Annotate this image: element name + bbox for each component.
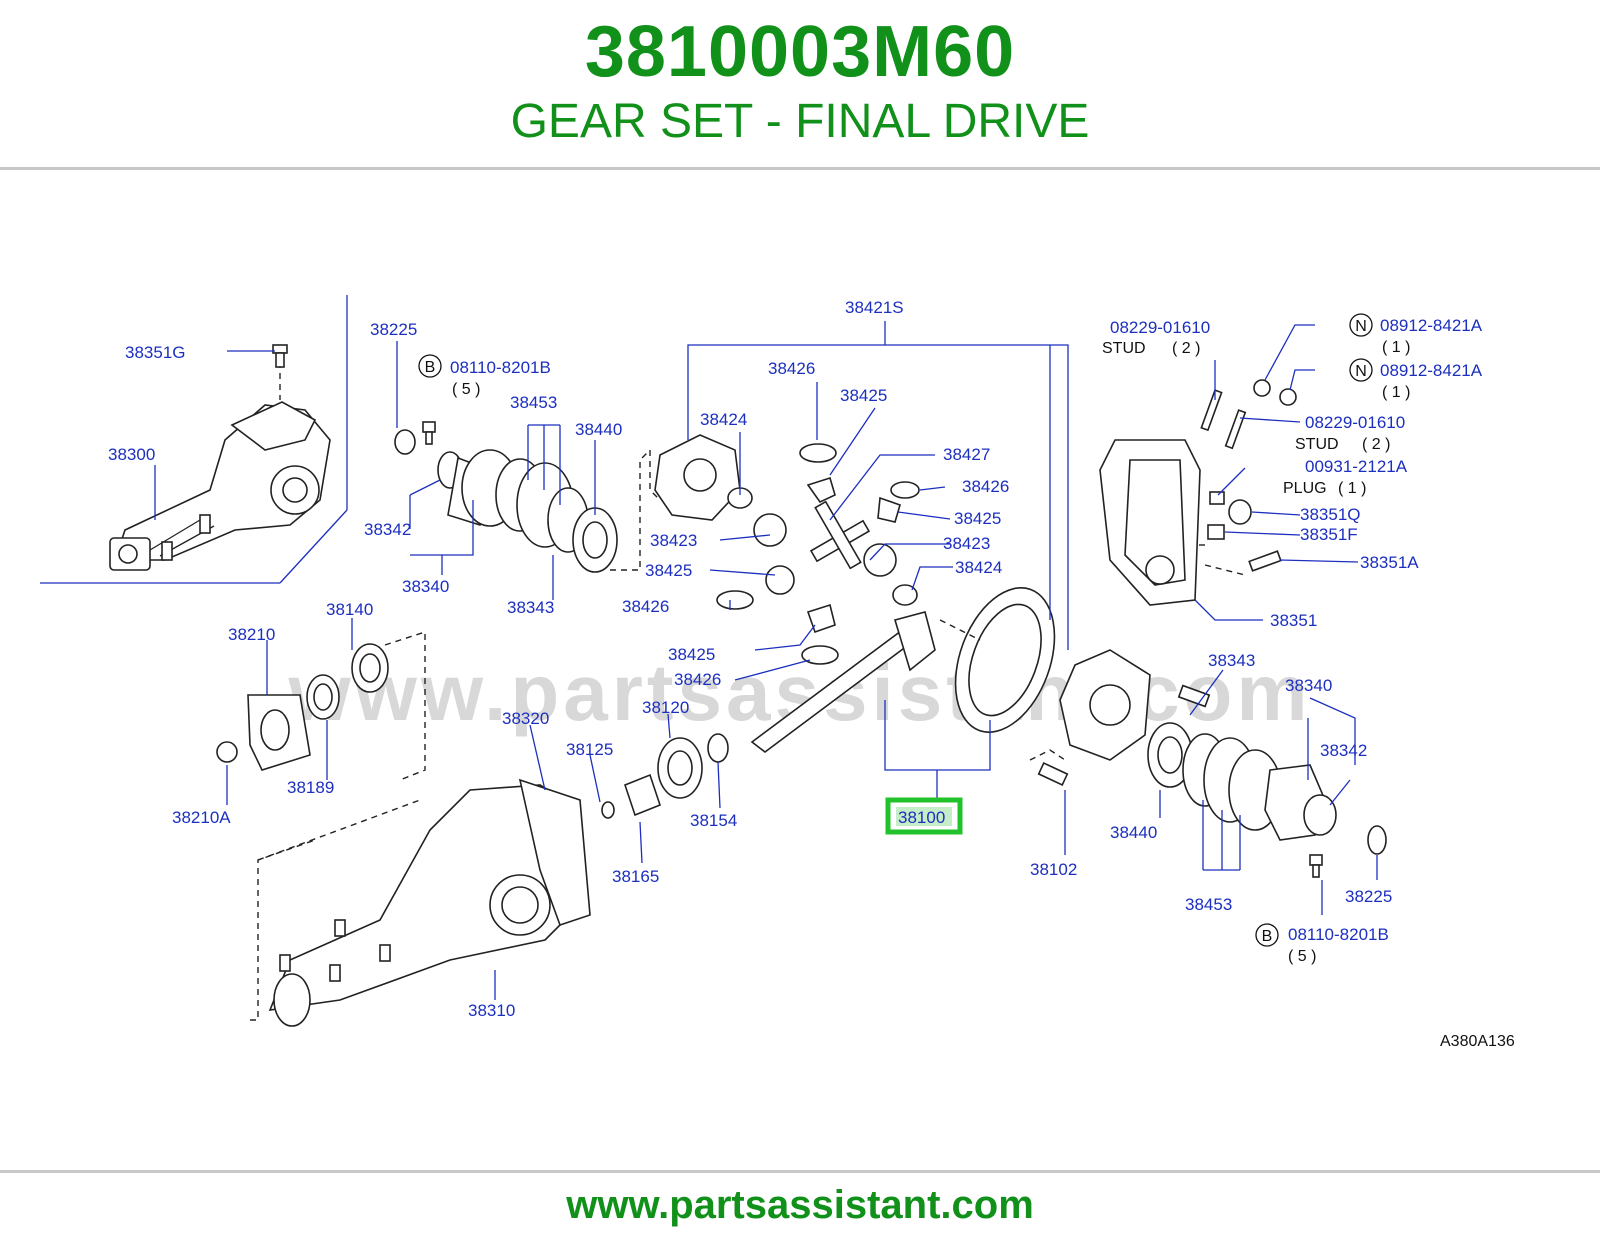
label-38425[interactable]: 38425 (668, 645, 715, 664)
label-38421S[interactable]: 38421S (845, 298, 904, 317)
qty-08912-8421A: ( 1 ) (1382, 384, 1410, 401)
label-38100[interactable]: 38100 (898, 808, 945, 827)
right-side-bearing-group (1147, 722, 1387, 878)
label-08229-01610[interactable]: 08229-01610 (1305, 413, 1405, 432)
label-08912-8421A[interactable]: 08912-8421A (1380, 316, 1483, 335)
label-38343[interactable]: 38343 (507, 598, 554, 617)
label-38453[interactable]: 38453 (1185, 895, 1232, 914)
label-08912-8421A[interactable]: 08912-8421A (1380, 361, 1483, 380)
label-38225[interactable]: 38225 (1345, 887, 1392, 906)
footer-website[interactable]: www.partsassistant.com (566, 1183, 1034, 1227)
label-38424[interactable]: 38424 (700, 410, 747, 429)
desc-stud: STUD (1102, 340, 1146, 357)
label-38102[interactable]: 38102 (1030, 860, 1077, 879)
diagram-code: A380A136 (1440, 1033, 1515, 1050)
label-38427[interactable]: 38427 (943, 445, 990, 464)
badge-n-1: N (1349, 313, 1373, 337)
label-38351Q[interactable]: 38351Q (1300, 505, 1361, 524)
label-38426[interactable]: 38426 (674, 670, 721, 689)
badge-b-right: B (1255, 923, 1279, 947)
label-38351F[interactable]: 38351F (1300, 525, 1358, 544)
label-38425[interactable]: 38425 (954, 509, 1001, 528)
part-description: GEAR SET - FINAL DRIVE (510, 95, 1090, 148)
axle-assembly-38300 (109, 344, 331, 571)
part-number-title: 3810003M60 (584, 12, 1016, 92)
label-08229-01610[interactable]: 08229-01610 (1110, 318, 1210, 337)
inset-frame (40, 295, 348, 584)
label-38340[interactable]: 38340 (402, 577, 449, 596)
badge-b-left: B (418, 354, 442, 378)
label-08110-8201B[interactable]: 08110-8201B (1288, 925, 1389, 944)
label-38426[interactable]: 38426 (622, 597, 669, 616)
qty-stud: ( 2 ) (1362, 436, 1390, 453)
label-38342[interactable]: 38342 (1320, 741, 1367, 760)
label-38426[interactable]: 38426 (768, 359, 815, 378)
leader-lines (154, 321, 1378, 1000)
label-38453[interactable]: 38453 (510, 393, 557, 412)
qty-08110-8201B: ( 5 ) (1288, 948, 1316, 965)
label-38424[interactable]: 38424 (955, 558, 1002, 577)
svg-text:N: N (1355, 318, 1367, 335)
label-38165[interactable]: 38165 (612, 867, 659, 886)
page-header: 3810003M60 GEAR SET - FINAL DRIVE (0, 0, 1600, 168)
label-38210[interactable]: 38210 (228, 625, 275, 644)
highlight-box-38100[interactable] (885, 797, 963, 835)
label-38426[interactable]: 38426 (962, 477, 1009, 496)
label-38125[interactable]: 38125 (566, 740, 613, 759)
label-38440[interactable]: 38440 (1110, 823, 1157, 842)
svg-text:B: B (425, 359, 436, 376)
left-side-bearing-group (394, 421, 651, 573)
main-housing-38310 (250, 778, 591, 1027)
svg-text:B: B (1262, 928, 1273, 945)
label-38225[interactable]: 38225 (370, 320, 417, 339)
desc-plug: PLUG (1283, 480, 1327, 497)
label-38300[interactable]: 38300 (108, 445, 155, 464)
qty-stud: ( 2 ) (1172, 340, 1200, 357)
differential-case-group (649, 434, 1211, 786)
desc-stud: STUD (1295, 436, 1339, 453)
qty-08110-8201B: ( 5 ) (452, 381, 480, 398)
label-38154[interactable]: 38154 (690, 811, 737, 830)
pinion-bearing-group (601, 733, 729, 819)
badge-n-2: N (1349, 358, 1373, 382)
label-38310[interactable]: 38310 (468, 1001, 515, 1020)
qty-08912-8421A: ( 1 ) (1382, 339, 1410, 356)
flange-bearing-group (216, 631, 426, 781)
svg-text:N: N (1355, 363, 1367, 380)
qty-plug: ( 1 ) (1338, 480, 1366, 497)
label-38140[interactable]: 38140 (326, 600, 373, 619)
label-38351A[interactable]: 38351A (1360, 553, 1419, 572)
label-38340[interactable]: 38340 (1285, 676, 1332, 695)
rear-cover-38351-group (1099, 379, 1297, 606)
label-38351G[interactable]: 38351G (125, 343, 186, 362)
label-38423[interactable]: 38423 (650, 531, 697, 550)
label-38423[interactable]: 38423 (943, 534, 990, 553)
footer-divider (0, 1170, 1600, 1173)
label-38440[interactable]: 38440 (575, 420, 622, 439)
label-00931-2121A[interactable]: 00931-2121A (1305, 457, 1408, 476)
header-divider (0, 167, 1600, 170)
label-38351[interactable]: 38351 (1270, 611, 1317, 630)
part-labels: 38351G 38300 38225 08110-8201B ( 5 ) 384… (108, 298, 1515, 1050)
label-38320[interactable]: 38320 (502, 709, 549, 728)
label-38342[interactable]: 38342 (364, 520, 411, 539)
label-38425[interactable]: 38425 (645, 561, 692, 580)
label-38343[interactable]: 38343 (1208, 651, 1255, 670)
label-08110-8201B[interactable]: 08110-8201B (450, 358, 551, 377)
label-38120[interactable]: 38120 (642, 698, 689, 717)
label-38189[interactable]: 38189 (287, 778, 334, 797)
label-38210A[interactable]: 38210A (172, 808, 231, 827)
label-38425[interactable]: 38425 (840, 386, 887, 405)
